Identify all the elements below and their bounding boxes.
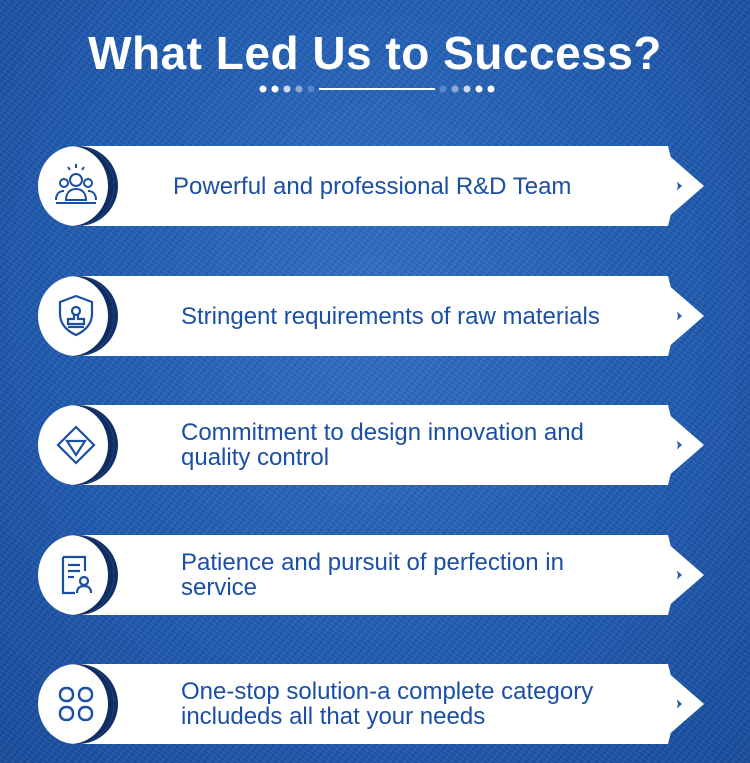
chevron-right-icon [636,535,704,615]
feature-bar [78,276,678,356]
diamond-badge-icon [56,425,96,465]
title-divider [259,85,495,93]
document-person-icon [61,555,93,595]
icon-circle [38,664,114,744]
feature-bar [78,405,678,485]
feature-row: One-stop solution-a complete category in… [38,664,718,744]
feature-label: Commitment to design innovation and qual… [181,419,584,471]
shield-badge-icon [58,294,94,337]
feature-row: Stringent requirements of raw materials [38,276,718,356]
chevron-right-icon [636,664,704,744]
chevron-right-icon [636,405,704,485]
page-title: What Led Us to Success? [88,27,662,79]
icon-circle [38,276,114,356]
team-icon [55,164,97,204]
feature-row: Powerful and professional R&D Team [38,146,718,226]
icon-circle [38,405,114,485]
feature-row: Commitment to design innovation and qual… [38,405,718,485]
feature-label: Patience and pursuit of perfection in se… [181,549,564,601]
icon-circle [38,146,114,226]
feature-bar [78,664,678,744]
feature-label: One-stop solution-a complete category in… [181,678,594,730]
chevron-right-icon [636,276,704,356]
feature-label: Powerful and professional R&D Team [173,172,572,200]
feature-row: Patience and pursuit of perfection in se… [38,535,718,615]
feature-bar [78,146,678,226]
chevron-right-icon [636,146,704,226]
feature-bar [78,535,678,615]
grid-circles-icon [58,686,94,722]
icon-circle [38,535,114,615]
feature-label: Stringent requirements of raw materials [181,302,600,330]
